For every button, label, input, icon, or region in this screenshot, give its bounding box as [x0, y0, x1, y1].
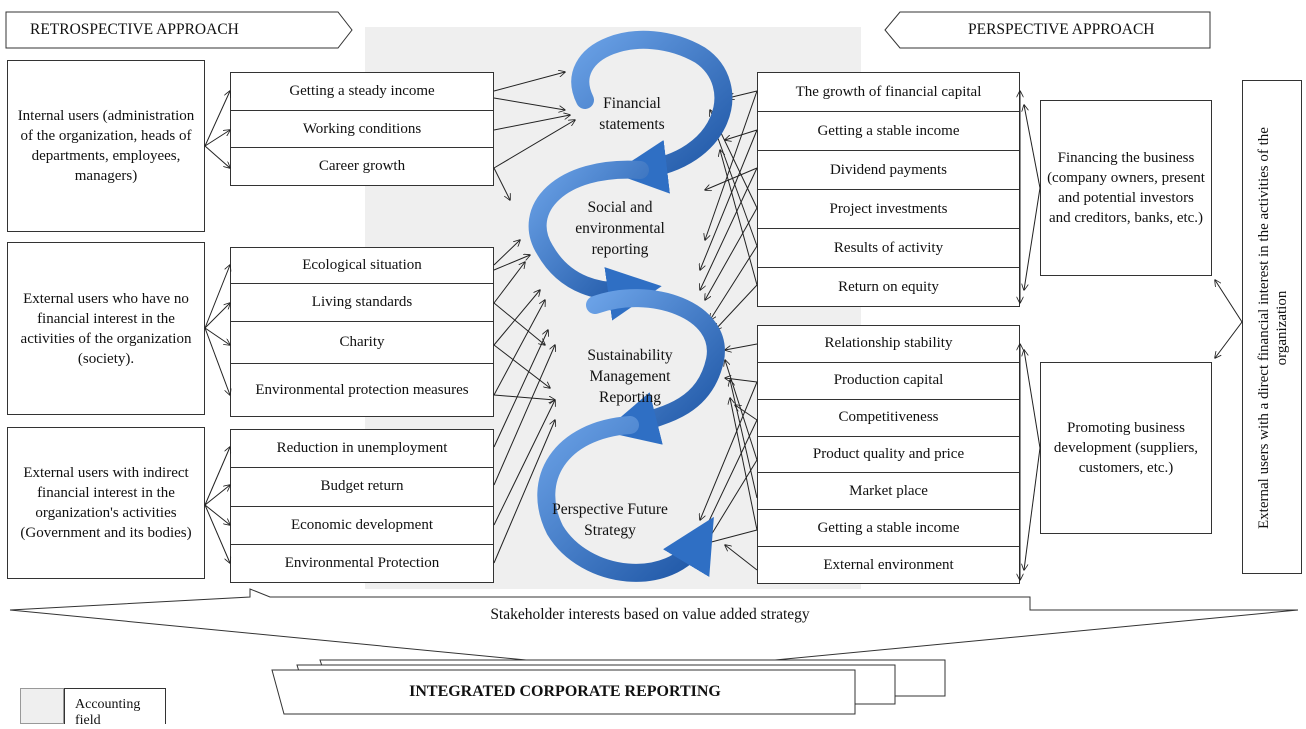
interest-item: The growth of financial capital: [758, 73, 1019, 112]
retrospective-header: RETROSPECTIVE APPROACH: [30, 21, 239, 38]
interest-item: Market place: [758, 473, 1019, 511]
left-group-government: Reduction in unemployment Budget return …: [230, 429, 494, 583]
interest-item: Environmental Protection: [284, 554, 440, 571]
interest-item: Getting a steady income: [231, 73, 493, 111]
interest-item: Results of activity: [758, 229, 1019, 268]
internal-users-box: Internal users (administration of the or…: [7, 60, 205, 232]
left-group-society: Ecological situation Living standards Ch…: [230, 247, 494, 417]
interest-item: Dividend payments: [758, 151, 1019, 190]
left-group-internal: Getting a steady income Working conditio…: [230, 72, 494, 186]
legend-label: Accounting field: [75, 697, 141, 728]
perspective-header: PERSPECTIVE APPROACH: [968, 21, 1155, 38]
government-users-box: External users with indirect financial i…: [7, 427, 205, 579]
interest-item: Project investments: [758, 190, 1019, 229]
society-users-box: External users who have no financial int…: [7, 242, 205, 415]
interest-item: Production capital: [758, 363, 1019, 400]
financing-users-box: Financing the business (company owners, …: [1040, 100, 1212, 276]
development-users-box: Promoting business development (supplier…: [1040, 362, 1212, 534]
interest-item: Relationship stability: [758, 326, 1019, 363]
legend-box: Accounting field: [64, 688, 166, 728]
interest-item: Living standards: [231, 284, 493, 322]
interest-item: Charity: [231, 322, 493, 364]
interest-item: Ecological situation: [231, 248, 493, 284]
interest-item: External environment: [823, 556, 954, 573]
right-group-financing: The growth of financial capital Getting …: [757, 72, 1020, 307]
interest-item: Economic development: [231, 507, 493, 545]
interest-item: Return on equity: [838, 278, 939, 295]
stakeholder-interests-text: Stakeholder interests based on value add…: [490, 606, 810, 623]
legend-swatch: [20, 688, 64, 724]
right-group-development: Relationship stability Production capita…: [757, 325, 1020, 584]
interest-item: Reduction in unemployment: [231, 430, 493, 469]
interest-item: Getting a stable income: [758, 510, 1019, 548]
interest-item: Budget return: [231, 468, 493, 507]
interest-item: Working conditions: [231, 111, 493, 149]
interest-item: Getting a stable income: [758, 112, 1019, 151]
interest-item: Environmental protection measures: [255, 381, 469, 398]
stage-social-environmental: Social and environmental reporting: [575, 198, 665, 258]
interest-item: Career growth: [318, 158, 406, 175]
stage-future-strategy: Perspective Future Strategy: [552, 501, 668, 539]
direct-interest-users-box: External users with a direct financial i…: [1242, 80, 1302, 574]
integrated-corporate-reporting: INTEGRATED CORPORATE REPORTING: [409, 683, 721, 700]
interest-item: Product quality and price: [758, 437, 1019, 474]
stage-financial-statements: Financial statements: [599, 95, 665, 133]
interest-item: Competitiveness: [758, 400, 1019, 437]
stage-sustainability: Sustainability Management Reporting: [587, 346, 673, 406]
